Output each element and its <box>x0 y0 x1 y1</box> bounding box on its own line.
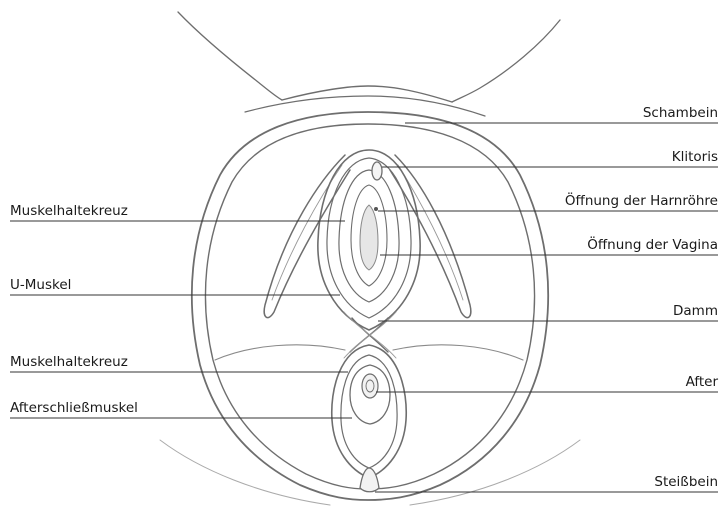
label-afterschliessmuskel: Afterschließmuskel <box>10 400 138 416</box>
urethra-dot <box>374 207 378 211</box>
label-harnroehre: Öffnung der Harnröhre <box>565 193 718 209</box>
clitoris-shape <box>372 162 382 180</box>
label-steissbein: Steißbein <box>654 474 718 490</box>
label-muskelhaltekreuz-lower: Muskelhaltekreuz <box>10 354 128 370</box>
inner-pelvis-outline <box>205 124 534 489</box>
right-thigh-contour <box>452 20 560 102</box>
right-wing-muscle <box>390 155 471 318</box>
coccyx-shape <box>360 468 379 492</box>
left-wing-muscle <box>264 155 350 318</box>
label-schambein: Schambein <box>643 105 718 121</box>
label-vagina: Öffnung der Vagina <box>587 237 718 253</box>
label-klitoris: Klitoris <box>672 149 718 165</box>
label-muskelhaltekreuz-upper: Muskelhaltekreuz <box>10 203 128 219</box>
left-thigh-contour <box>178 12 282 100</box>
label-damm: Damm <box>673 303 718 319</box>
label-u-muskel: U-Muskel <box>10 277 71 293</box>
anus-opening <box>362 374 378 398</box>
label-after: After <box>686 374 718 390</box>
